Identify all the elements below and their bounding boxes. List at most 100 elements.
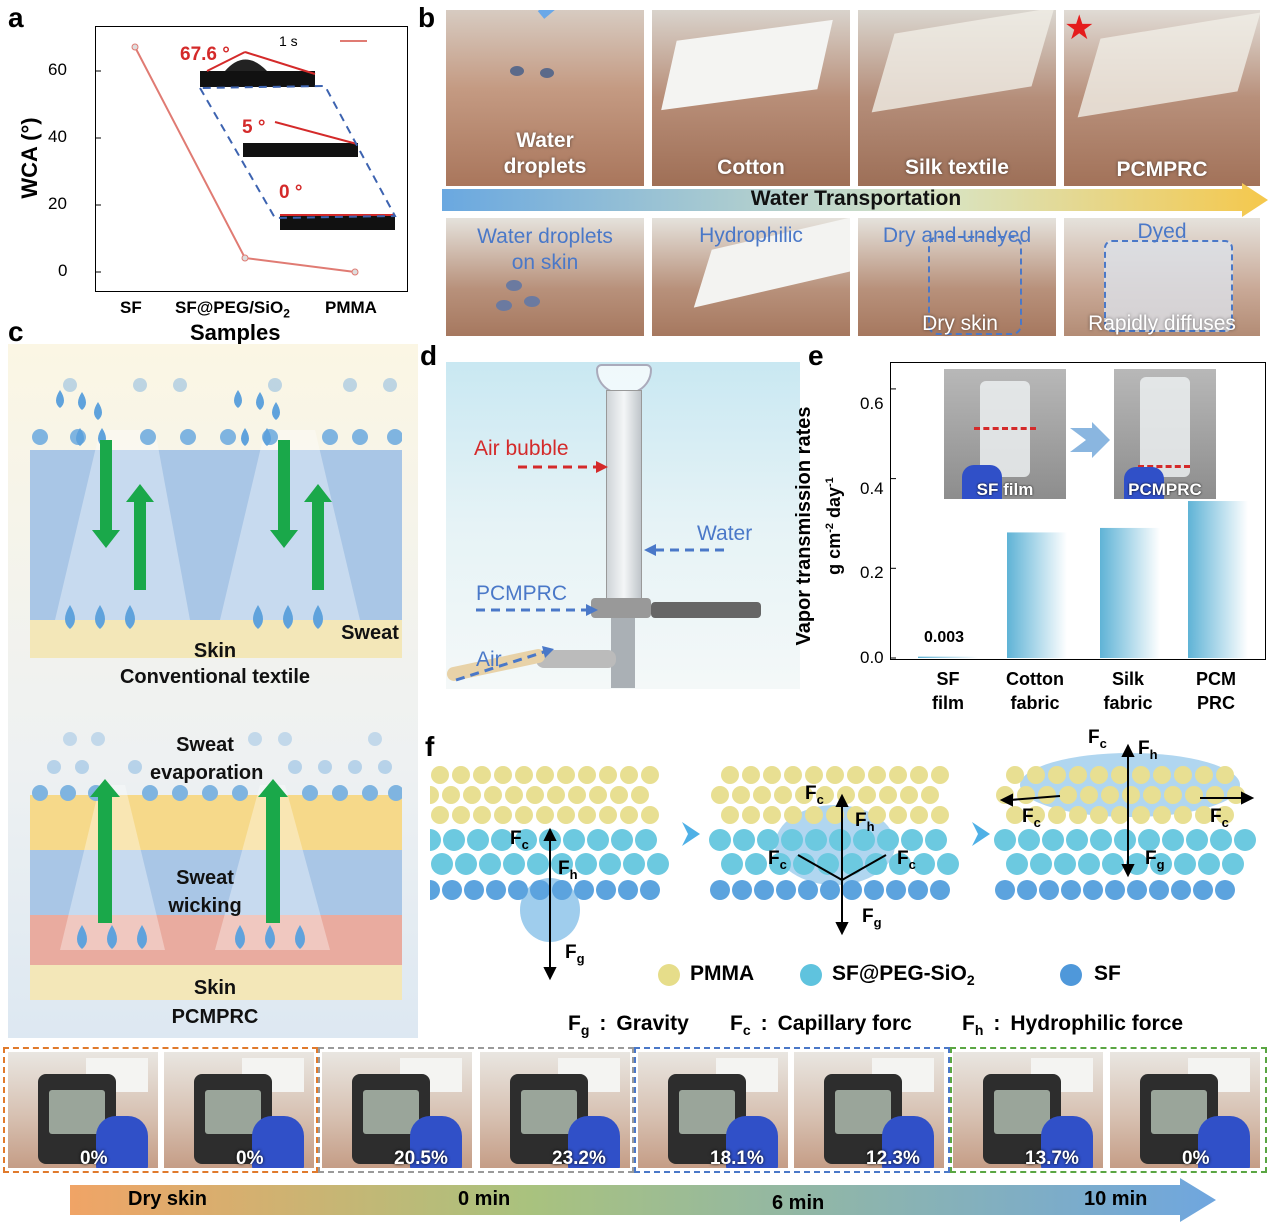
f3-fc-left: Fc (1022, 806, 1041, 830)
e-ytick-2: 0.4 (860, 479, 884, 498)
particle (889, 766, 907, 784)
f2-fg: Fg (862, 906, 882, 930)
particle (467, 829, 489, 851)
legend-sf: SF (1094, 962, 1121, 985)
panel-label-d: d (420, 340, 438, 371)
g-box-blue (634, 1047, 950, 1173)
particle (1030, 853, 1052, 875)
particle (853, 829, 875, 851)
angle-line-2 (274, 121, 358, 145)
particle (526, 786, 544, 804)
particle (452, 806, 470, 824)
particle (754, 880, 774, 900)
particle (1164, 786, 1182, 804)
f1-fg: Fg (565, 942, 585, 966)
particle (527, 853, 549, 875)
burette-tube (606, 390, 642, 602)
particle (1054, 853, 1076, 875)
wca-ylabel: WCA (°) (17, 117, 42, 199)
e-plot-frame (890, 362, 1266, 660)
panel-label-e: e (808, 340, 824, 371)
particle (994, 829, 1016, 851)
particle (805, 766, 823, 784)
particle (484, 786, 502, 804)
ytick-0: 0 (58, 261, 68, 280)
burette-arrows (455, 461, 724, 682)
particle (568, 786, 586, 804)
particle (1114, 829, 1136, 851)
particle (886, 880, 906, 900)
humidity-value-7: 0% (1182, 1148, 1210, 1169)
particle (1066, 829, 1088, 851)
particle (820, 880, 840, 900)
particle (1018, 829, 1040, 851)
particle (1153, 806, 1171, 824)
particle (1090, 766, 1108, 784)
xtick-pmma: PMMA (325, 298, 377, 317)
particle (1069, 806, 1087, 824)
particle (442, 786, 460, 804)
particle (530, 880, 550, 900)
particle (486, 880, 506, 900)
label-dry-undyed: Dry and undyed (882, 224, 1032, 247)
c-sweat: Sweat (341, 622, 399, 644)
wca-annot-3: 0 ° (279, 182, 303, 203)
inset-sf-film (944, 369, 1066, 499)
particle (1216, 766, 1234, 784)
particle (1206, 786, 1224, 804)
particle (847, 766, 865, 784)
timeline-dry-skin: Dry skin (128, 1188, 207, 1210)
particle (868, 806, 886, 824)
xtick-sf: SF (120, 298, 142, 317)
particle (921, 786, 939, 804)
inset-label-pcmprc: PCMPRC (1128, 480, 1202, 499)
panel-label-a: a (8, 2, 24, 33)
star-icon: ★ (1064, 10, 1095, 47)
hygrometer-screen (363, 1090, 419, 1134)
f-arrow-2 (972, 822, 990, 846)
particle (763, 806, 781, 824)
label-dry-skin: Dry skin (922, 312, 998, 335)
particle (1038, 786, 1056, 804)
particle (557, 806, 575, 824)
e-ytick-1: 0.2 (860, 563, 884, 582)
g-box-green (950, 1047, 1267, 1173)
particle (908, 880, 928, 900)
f-particle-diagram (430, 743, 1256, 981)
label-cotton: Cotton (717, 156, 785, 179)
particle (826, 806, 844, 824)
particle (847, 806, 865, 824)
particle (742, 766, 760, 784)
particle (868, 766, 886, 784)
bar-1 (1007, 532, 1067, 658)
label-pcmprc: PCMPRC (1116, 158, 1208, 181)
particle (641, 806, 659, 824)
wca-xlabel: Samples (190, 320, 281, 345)
photo-silk (858, 10, 1056, 186)
particle (618, 880, 638, 900)
particle (931, 766, 949, 784)
particle (1149, 880, 1169, 900)
timeline-6-min: 6 min (772, 1192, 825, 1214)
humidity-value-2: 20.5% (394, 1148, 448, 1169)
c-skin-top: Skin (193, 640, 237, 662)
particle (858, 786, 876, 804)
particle (1227, 786, 1245, 804)
f1-fc: Fc (510, 828, 529, 852)
particle (610, 786, 628, 804)
particle (910, 806, 928, 824)
f2-fc-left: Fc (768, 848, 787, 872)
particle (877, 829, 899, 851)
particle (1210, 829, 1232, 851)
hygrometer-screen (205, 1090, 261, 1134)
humidity-value-1: 0% (236, 1148, 264, 1169)
e-ytick-3: 0.6 (860, 394, 884, 413)
particle (455, 853, 477, 875)
particle (631, 786, 649, 804)
particle (798, 880, 818, 900)
particle (443, 829, 465, 851)
particle (721, 766, 739, 784)
g-photo-0 (8, 1052, 158, 1168)
